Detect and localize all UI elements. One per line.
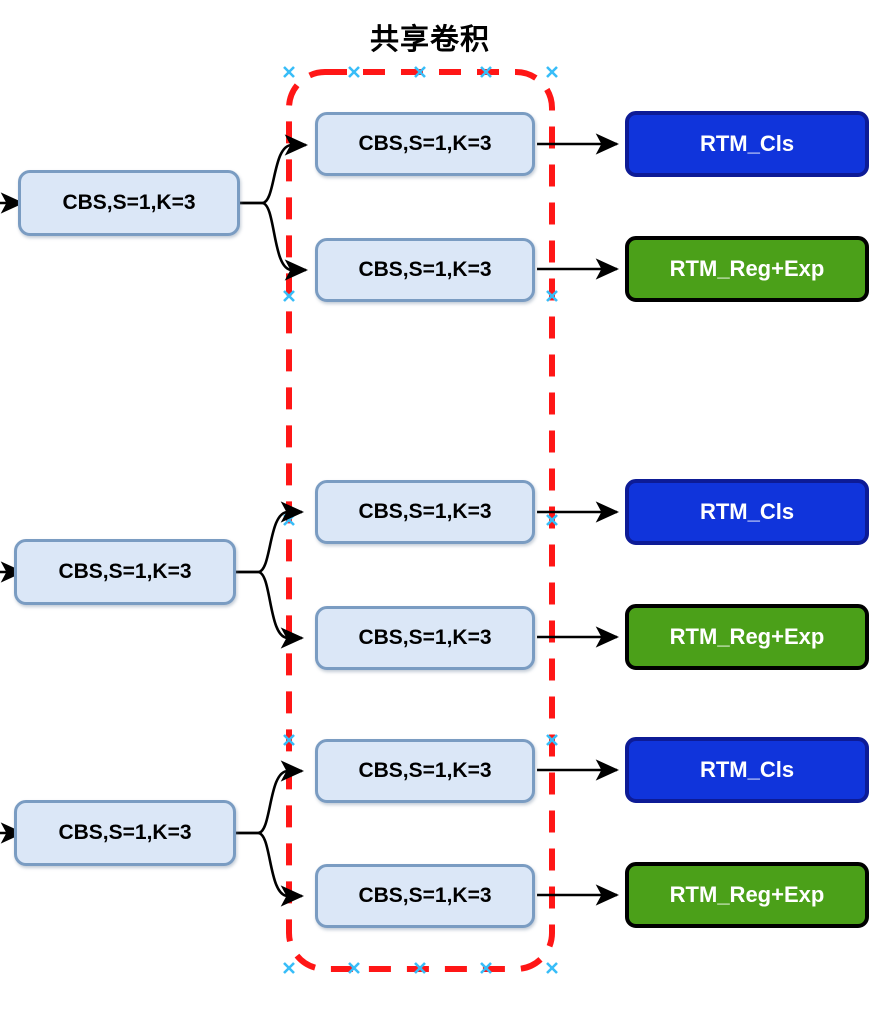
group-2-branch-2-conv[interactable]: CBS,S=1,K=3 (315, 606, 535, 670)
group-2-branch-1-conv[interactable]: CBS,S=1,K=3 (315, 480, 535, 544)
handle-g3-right (546, 734, 558, 746)
group-3-branch-2-conv[interactable]: CBS,S=1,K=3 (315, 864, 535, 928)
handle-mid-right (546, 514, 558, 526)
handle-edge-extra-b (480, 66, 492, 78)
group-3-input-cbs[interactable]: CBS,S=1,K=3 (14, 800, 236, 866)
handle-g1-left (283, 290, 295, 302)
split-arrow-g1-top (236, 134, 309, 205)
group-1-head-cls[interactable]: RTM_Cls (625, 111, 869, 177)
split-arrow-g2-bottom (231, 570, 305, 649)
handle-g3-left (283, 734, 295, 746)
handle-edge-extra-c (348, 962, 360, 974)
diagram-title: 共享卷积 (369, 22, 490, 56)
group-2-head-reg[interactable]: RTM_Reg+Exp (625, 604, 869, 670)
group-1-connectors (0, 133, 620, 281)
group-2-input-cbs[interactable]: CBS,S=1,K=3 (14, 539, 236, 605)
selection-handles[interactable] (283, 66, 558, 974)
handle-top-right (546, 66, 558, 78)
handle-top-left (283, 66, 295, 78)
handle-bottom-left (283, 962, 295, 974)
group-1-head-reg[interactable]: RTM_Reg+Exp (625, 236, 869, 302)
handle-top-center (414, 66, 426, 78)
handle-edge-extra-a (348, 66, 360, 78)
handle-bottom-center (414, 962, 426, 974)
group-3-head-reg[interactable]: RTM_Reg+Exp (625, 862, 869, 928)
group-3-head-cls[interactable]: RTM_Cls (625, 737, 869, 803)
group-1-input-cbs[interactable]: CBS,S=1,K=3 (18, 170, 240, 236)
split-arrow-g3-bottom (231, 831, 305, 907)
group-3-branch-1-conv[interactable]: CBS,S=1,K=3 (315, 739, 535, 803)
group-2-head-cls[interactable]: RTM_Cls (625, 479, 869, 545)
group-1-branch-1-conv[interactable]: CBS,S=1,K=3 (315, 112, 535, 176)
handle-bottom-right (546, 962, 558, 974)
handle-g1-right (546, 290, 558, 302)
group-1-branch-2-conv[interactable]: CBS,S=1,K=3 (315, 238, 535, 302)
handle-edge-extra-d (480, 962, 492, 974)
group-3-connectors (0, 759, 620, 907)
group-2-connectors (0, 501, 620, 649)
split-arrow-g1-bottom (236, 201, 309, 281)
